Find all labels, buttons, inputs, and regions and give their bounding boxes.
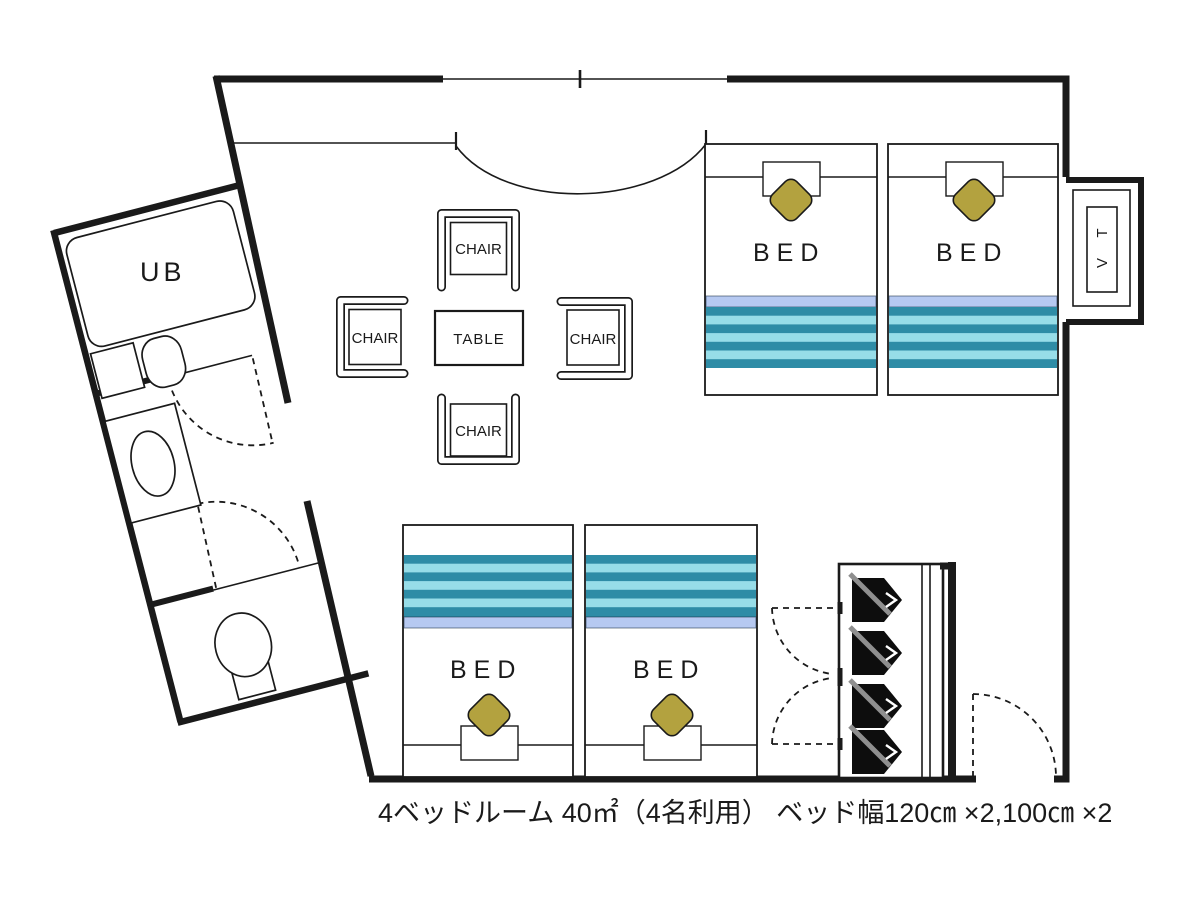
table: TABLE <box>433 309 525 367</box>
bed-blanket-stripe <box>404 563 572 573</box>
door-arc <box>972 693 1057 778</box>
bed-blanket-trim <box>403 616 573 629</box>
hanger-icon <box>848 678 902 728</box>
bed-blanket-stripe <box>706 333 876 342</box>
bifold-arc-bottom <box>771 677 833 745</box>
ub-sink <box>141 335 187 389</box>
bath-wall-top <box>53 181 243 237</box>
dining-set: CHAIR CHAIR CHAIR CHAIR TABLE <box>336 209 633 465</box>
bathtub <box>65 200 256 348</box>
bottom-right-door <box>972 693 1057 778</box>
bed-top-2: BED <box>887 143 1059 396</box>
closet <box>837 562 945 780</box>
bed-label: BED <box>633 656 705 684</box>
bed-blanket-stripe <box>586 581 756 590</box>
wall-left-upper <box>212 75 292 404</box>
chair-label: CHAIR <box>455 423 502 440</box>
chair-bottom: CHAIR <box>437 393 520 465</box>
bed-blanket-trim <box>705 295 877 308</box>
entry-door-arc <box>455 143 707 195</box>
bath-wall-bottom <box>176 670 370 726</box>
washroom-door-leaf <box>251 358 274 442</box>
chair-left: CHAIR <box>336 296 409 378</box>
hangers <box>848 572 902 774</box>
bed-cushion <box>650 693 694 737</box>
bed-blanket-stripe <box>889 315 1057 325</box>
bed-cushion <box>769 178 813 222</box>
chair-label: CHAIR <box>455 241 502 258</box>
bed-label: BED <box>753 239 825 267</box>
hanger-icon <box>848 625 902 675</box>
closet-bifold-doors <box>771 607 836 745</box>
wall-left-lower <box>303 500 375 777</box>
toilet-door-arc <box>197 500 301 567</box>
bed-label: BED <box>450 656 522 684</box>
bed-blanket-stripe <box>706 315 876 325</box>
plan-caption: 4ベッドルーム 40㎡（4名利用） ベッド幅120㎝ ×2,100㎝ ×2 <box>378 798 1112 828</box>
bed-label: BED <box>936 239 1008 267</box>
chair-top: CHAIR <box>437 209 520 292</box>
hanger-icon <box>848 724 902 774</box>
bed-blanket-stripe <box>404 581 572 590</box>
bath-wall-left <box>50 229 184 723</box>
bed-blanket-stripe <box>586 598 756 608</box>
unit-bath-label: UB <box>140 257 186 287</box>
tv-alcove-walls <box>1066 177 1144 325</box>
toilet-bowl <box>214 612 273 678</box>
bed-bottom-1: BED <box>402 524 574 778</box>
bifold-arc-top <box>771 607 833 675</box>
tv-screen <box>1086 206 1118 293</box>
bathroom-block <box>50 181 370 726</box>
chair-label: CHAIR <box>352 330 399 347</box>
bed-blanket-stripe <box>706 350 876 360</box>
bed-blanket-stripe <box>889 350 1057 360</box>
bed-blanket-stripe <box>586 563 756 573</box>
tv-label-t: T <box>1094 228 1111 237</box>
bed-blanket-trim <box>888 295 1058 308</box>
bed-bottom-2: BED <box>584 524 758 778</box>
bath-divider-2 <box>149 585 214 608</box>
chair-right: CHAIR <box>556 297 633 380</box>
room-walls <box>212 70 1144 783</box>
bed-cushion <box>467 693 511 737</box>
tv-label-v: V <box>1094 258 1111 268</box>
bed-blanket-trim <box>585 616 757 629</box>
bath-divider-2-thin <box>213 561 323 591</box>
chair-label: CHAIR <box>570 331 617 348</box>
toilet-door-leaf <box>196 503 217 589</box>
ub-counter <box>89 341 146 400</box>
bed-top-1: BED <box>704 143 878 396</box>
tv-unit: T V <box>1072 189 1131 307</box>
bed-blanket-stripe <box>404 598 572 608</box>
table-label: TABLE <box>453 331 504 348</box>
hanger-icon <box>848 572 902 622</box>
vanity-sink <box>130 430 176 497</box>
washroom-door-arc <box>167 379 274 447</box>
bed-cushion <box>952 178 996 222</box>
bed-blanket-stripe <box>889 333 1057 342</box>
